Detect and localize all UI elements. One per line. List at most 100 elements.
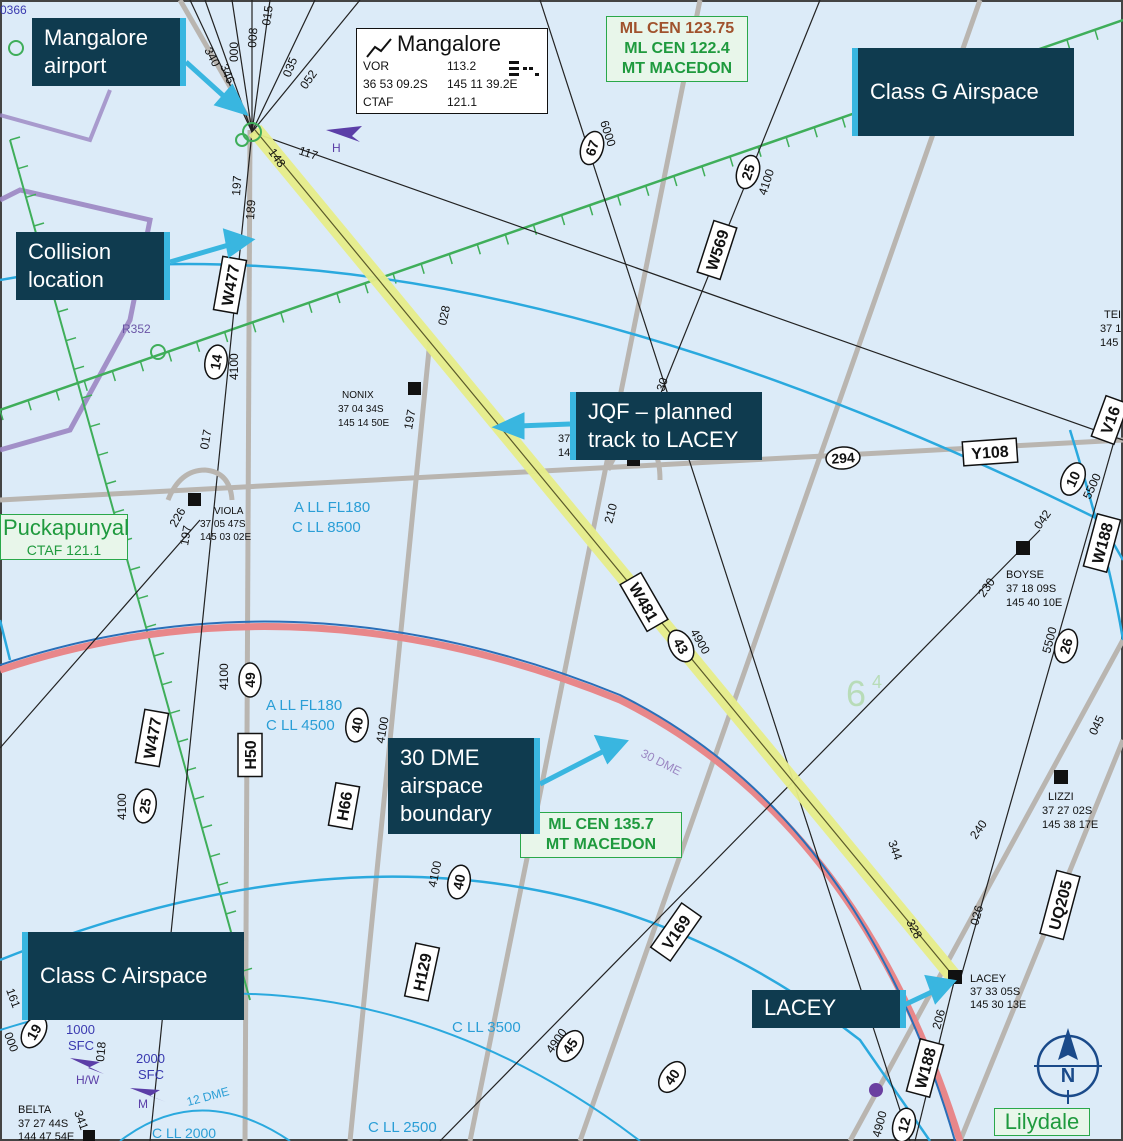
chart-label: 37 04 34S [338, 404, 384, 415]
chart-label: R352 [122, 322, 151, 336]
bottom-frequency-box: ML CEN 135.7 MT MACEDON [520, 812, 682, 858]
chart-label: 145 03 02E [200, 532, 251, 543]
ctaf-label: CTAF [363, 95, 394, 109]
chart-label: 14 [558, 447, 570, 459]
route-label: Y108 [971, 444, 1010, 464]
chart-label: 4100 [217, 663, 231, 690]
distance-oval: 10 [1059, 462, 1087, 496]
svg-text:25: 25 [738, 162, 758, 182]
distance-oval: 45 [555, 1029, 585, 1063]
route-label: H50 [243, 740, 260, 769]
callout-collision-line-1: Collision [28, 239, 112, 264]
dme-12-arc [119, 1109, 291, 1141]
chart-label: C LL 2000 [152, 1125, 216, 1141]
chart-label: 197 [229, 175, 244, 196]
route-box: H129 [403, 942, 441, 1002]
chart-label: 344 [885, 838, 905, 862]
route-box: W477 [134, 708, 170, 768]
callout-collision-line-2: location [28, 267, 104, 292]
chart-label: H [332, 141, 341, 155]
class-c-left-arc [0, 619, 12, 661]
chart-label: 6 [846, 673, 866, 714]
vor-latitude: 36 53 09.2S [363, 77, 428, 91]
chart-label: SFC [68, 1038, 94, 1053]
chart-label: A LL FL180 [266, 697, 342, 714]
chart-label: 015 [259, 4, 276, 26]
chart-label: 197 [401, 408, 418, 430]
lilydale-marker-icon [869, 1083, 883, 1097]
chart-label: H/W [76, 1073, 100, 1087]
chart-label: 0366 [0, 3, 27, 17]
chart-label: 008 [245, 27, 260, 48]
svg-text:67: 67 [582, 138, 602, 158]
callout-lacey-text: LACEY [764, 995, 837, 1020]
callout-mangalore-line-1: Mangalore [44, 25, 148, 50]
distance-oval: 49 [238, 662, 262, 698]
callout-mangalore-line-2: airport [44, 53, 107, 78]
chart-label: 37 33 05S [970, 986, 1020, 998]
puckapunyal-name: Puckapunyal [3, 515, 129, 540]
callout-class-c-text: Class C Airspace [40, 963, 208, 988]
chart-label: NONIX [342, 390, 374, 401]
chart-label: 145 30 13E [970, 999, 1026, 1011]
distance-oval: 26 [1053, 628, 1079, 664]
chart-label: 2000 [136, 1051, 165, 1066]
puckapunyal-ctaf: CTAF 121.1 [26, 542, 102, 558]
chart-label: 144 47 54E [18, 1131, 74, 1141]
distance-oval: 25 [735, 154, 761, 190]
freq-line-3: MT MACEDON [621, 60, 733, 77]
chart-label: 37 [558, 433, 570, 445]
callout-30dme-boundary: 30 DME airspace boundary [388, 738, 540, 834]
viola-loop [165, 467, 235, 501]
chart-label: M [138, 1097, 148, 1111]
route-box: W477 [212, 255, 248, 315]
distance-oval: 40 [345, 707, 369, 743]
distance-oval: 25 [133, 788, 157, 824]
distance-oval: 294 [825, 446, 861, 470]
chart-label: C LL 8500 [292, 519, 361, 536]
chart-label: 1000 [66, 1022, 95, 1037]
chart-label: 026 [967, 903, 986, 926]
route-label: H66 [335, 790, 357, 822]
m-arrow-icon [130, 1088, 166, 1102]
restricted-area-top [0, 89, 112, 143]
chart-label: LIZZI [1048, 791, 1074, 803]
chart-label: 145 14 50E [338, 418, 389, 429]
chart-label: 145 38 17E [1042, 819, 1098, 831]
svg-text:43: 43 [670, 635, 692, 657]
chart-label: A LL FL180 [294, 499, 370, 516]
distance-oval: 40 [657, 1060, 687, 1094]
callout-dme-line-1: 30 DME [400, 745, 480, 770]
route-box: Y108 [961, 437, 1019, 467]
callout-dme-line-2: airspace [400, 773, 484, 798]
planned-track-jqf-line [254, 129, 956, 979]
h-arrow-icon [326, 126, 362, 142]
chart-label: 37 05 47S [200, 519, 246, 530]
callout-class-c: Class C Airspace [22, 932, 244, 1020]
lizzi-waypoint [1054, 770, 1068, 784]
chart-label: TEI [1104, 309, 1121, 321]
chart-label: 37 18 09S [1006, 583, 1056, 595]
chart-label: C LL 4500 [266, 717, 335, 734]
route-box: H50 [237, 732, 263, 778]
freq-bottom-line-1: ML CEN 135.7 [548, 816, 654, 833]
vor-signal-icon [366, 38, 392, 58]
svg-text:14: 14 [207, 353, 225, 371]
collision-marker [235, 133, 249, 147]
chart-label: 341 [71, 1108, 91, 1132]
chart-label: 018 [93, 1041, 109, 1062]
chart-label: 000 [1, 1030, 21, 1054]
vor-name: Mangalore [397, 31, 501, 56]
callout-dme-line-3: boundary [400, 801, 492, 826]
chart-label: 117 [297, 144, 320, 163]
svg-text:12: 12 [894, 1115, 914, 1134]
vor-label: VOR [363, 59, 390, 73]
callout-jqf-line-1: JQF – planned [588, 399, 733, 424]
chart-label: 145 40 10E [1006, 597, 1062, 609]
chart-label: 4100 [425, 859, 444, 888]
svg-text:10: 10 [1062, 468, 1083, 489]
distance-oval: 43 [667, 629, 695, 663]
svg-text:294: 294 [831, 449, 856, 467]
